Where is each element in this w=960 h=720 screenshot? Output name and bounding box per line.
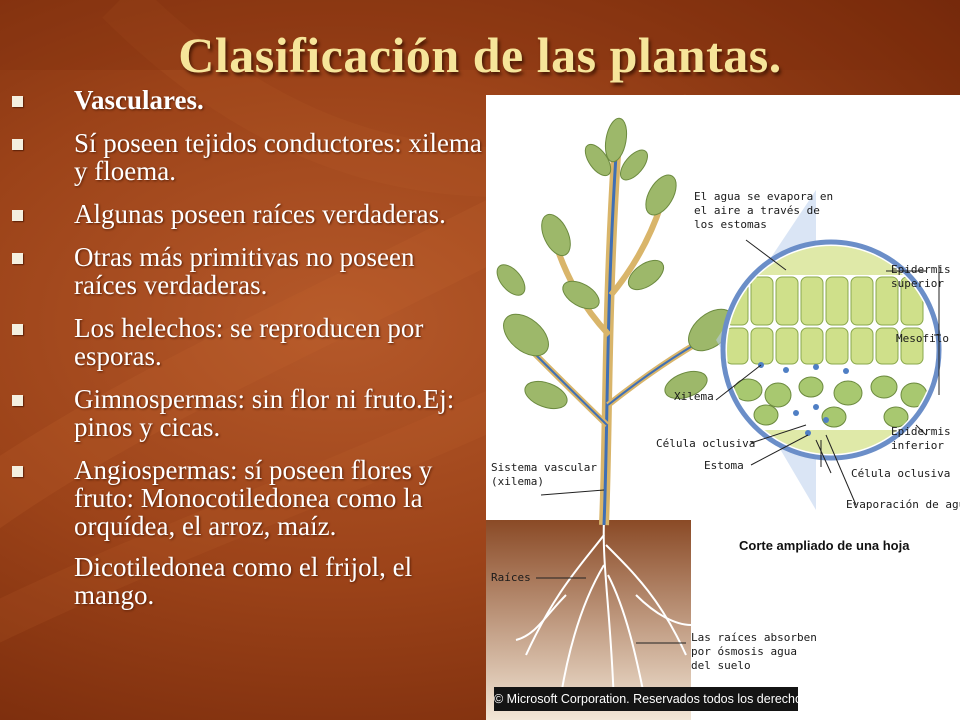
label-evaporacion-estomas: El agua se evapora en <box>694 190 833 203</box>
label-estoma: Estoma <box>704 459 744 472</box>
label-epidermis-inferior: inferior <box>891 439 944 452</box>
label-raices-absorben: Las raíces absorben <box>691 631 817 644</box>
bullet-item: Los helechos: se reproducen por esporas. <box>12 314 482 370</box>
label-celula-oclusiva-right: Célula oclusiva <box>851 467 950 480</box>
bullet-text: Gimnospermas: sin flor ni fruto.Ej: pino… <box>74 384 455 442</box>
label-corte-hoja: Corte ampliado de una hoja <box>739 538 910 553</box>
bullet-item: Sí poseen tejidos conductores: xilema y … <box>12 129 482 185</box>
copyright-bar: © Microsoft Corporation. Reservados todo… <box>494 687 812 711</box>
bullet-text: Otras más primitivas no poseen raíces ve… <box>74 242 415 300</box>
label-evaporacion-estomas: el aire a través de <box>694 204 820 217</box>
label-raices-absorben: por ósmosis agua <box>691 645 797 658</box>
leader-lines <box>536 239 941 644</box>
label-epidermis-superior: Epidermis <box>891 263 951 276</box>
bullet-text: Algunas poseen raíces verdaderas. <box>74 199 446 229</box>
bullet-square-icon <box>12 210 23 221</box>
label-epidermis-inferior: Epidermis <box>891 425 951 438</box>
bullet-list: Vasculares. Sí poseen tejidos conductore… <box>12 86 482 624</box>
label-mesofilo: Mesofilo <box>896 332 949 345</box>
label-raices: Raíces <box>491 571 531 584</box>
xylem-line <box>602 154 618 526</box>
bullet-text: Vasculares. <box>74 85 204 115</box>
bullet-square-icon <box>12 466 23 477</box>
label-sistema-vascular: (xilema) <box>491 475 544 488</box>
bullet-text: Sí poseen tejidos conductores: xilema y … <box>74 128 482 186</box>
bullet-text: Angiospermas: sí poseen flores y fruto: … <box>74 455 433 541</box>
slide-title: Clasificación de las plantas. <box>178 27 782 83</box>
bullet-item: Angiospermas: sí poseen flores y fruto: … <box>12 456 482 540</box>
label-sistema-vascular: Sistema vascular <box>491 461 597 474</box>
bullet-item: Vasculares. <box>12 86 482 114</box>
label-celula-oclusiva: Célula oclusiva <box>656 437 755 450</box>
label-evaporacion-estomas: los estomas <box>694 218 767 231</box>
bullet-square-icon <box>12 253 23 264</box>
bullet-item: Otras más primitivas no poseen raíces ve… <box>12 243 482 299</box>
bullet-item: Gimnospermas: sin flor ni fruto.Ej: pino… <box>12 385 482 441</box>
continuation-label: Dicotiledonea como el frijol, el mango. <box>74 552 413 610</box>
bullet-square-icon <box>12 96 23 107</box>
label-xilema: Xilema <box>674 390 714 403</box>
label-raices-absorben: del suelo <box>691 659 751 672</box>
label-evaporacion-agua: Evaporación de agua <box>846 498 960 511</box>
plant-diagram-svg: El agua se evapora en el aire a través d… <box>486 117 960 720</box>
bullet-square-icon <box>12 139 23 150</box>
leaves <box>496 117 734 410</box>
continuation-text: Dicotiledonea como el frijol, el mango. <box>12 553 482 609</box>
bullet-text: Los helechos: se reproducen por esporas. <box>74 313 424 371</box>
bullet-square-icon <box>12 324 23 335</box>
plant-diagram: El agua se evapora en el aire a través d… <box>486 95 960 720</box>
bullet-square-icon <box>12 395 23 406</box>
bullet-item: Algunas poseen raíces verdaderas. <box>12 200 482 228</box>
label-epidermis-superior: superior <box>891 277 944 290</box>
